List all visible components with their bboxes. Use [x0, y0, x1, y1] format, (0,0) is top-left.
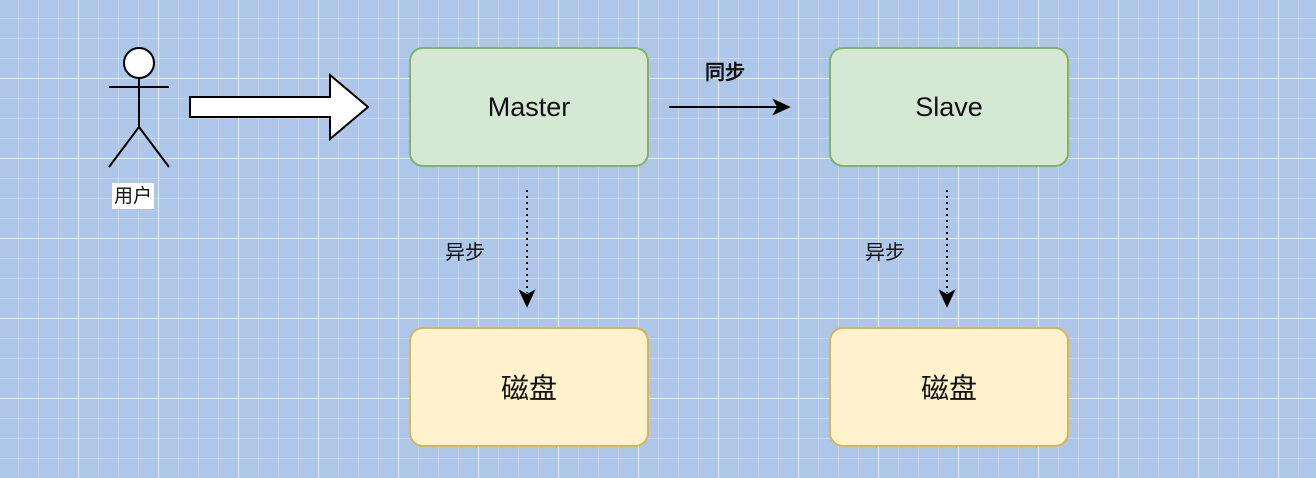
master-to-slave-arrow: [669, 98, 791, 116]
master-async-edge-label: 异步: [445, 240, 485, 264]
sync-edge-label: 同步: [705, 60, 745, 84]
slave-to-disk-arrow: [938, 190, 956, 308]
master-disk-node[interactable]: 磁盘: [409, 327, 649, 447]
slave-node[interactable]: Slave: [829, 47, 1069, 167]
master-to-disk-arrow: [518, 190, 536, 308]
slave-node-label: Slave: [915, 91, 983, 122]
person-icon: [108, 47, 170, 168]
master-node-label: Master: [487, 91, 571, 122]
user-label: 用户: [112, 183, 155, 209]
user-to-master-arrow: [189, 72, 370, 142]
slave-async-edge-label: 异步: [865, 240, 905, 264]
master-disk-node-label: 磁盘: [500, 372, 557, 405]
slave-disk-node[interactable]: 磁盘: [829, 327, 1069, 447]
master-node[interactable]: Master: [409, 47, 649, 167]
slave-disk-node-label: 磁盘: [920, 372, 977, 405]
